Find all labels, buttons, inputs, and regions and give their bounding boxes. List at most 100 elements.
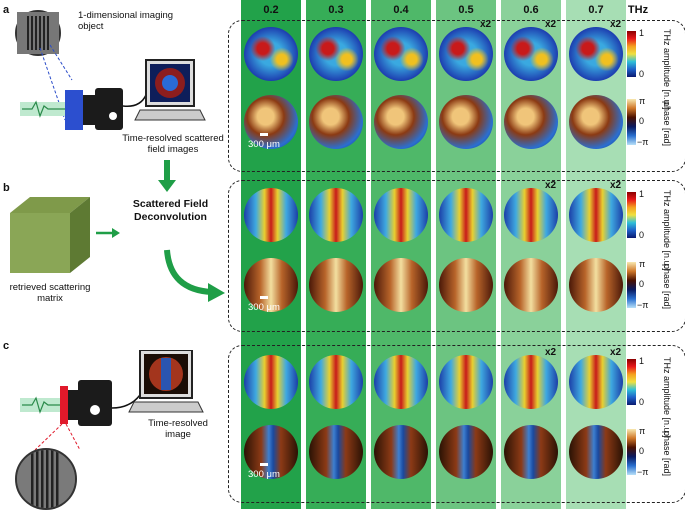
matrix-label: retrieved scattering matrix	[9, 282, 91, 304]
panel-a-frame	[228, 20, 685, 172]
object-zoom-circle	[15, 10, 61, 56]
colorbar-min: −π	[637, 300, 649, 310]
amplitude-image	[374, 355, 428, 409]
amplitude-image	[504, 27, 558, 81]
phase-image	[439, 425, 493, 479]
amplitude-image	[569, 27, 623, 81]
colorbar-max: 1	[639, 28, 645, 38]
amplitude-image	[374, 27, 428, 81]
colorbar-min: −π	[637, 137, 649, 147]
amplitude-image	[504, 188, 558, 242]
phase-image	[569, 425, 623, 479]
scale-bar-label: 300 μm	[248, 469, 280, 480]
amplification-factor: x2	[545, 347, 557, 358]
frequency-stripe	[436, 0, 496, 509]
phase-image	[504, 258, 558, 312]
phase-image	[309, 425, 363, 479]
colorbar-max: π	[639, 426, 646, 436]
amplitude-image	[439, 355, 493, 409]
phase-image	[439, 258, 493, 312]
phase-image	[504, 95, 558, 149]
colorbar-max: 1	[639, 356, 645, 366]
colorbar-min: 0	[639, 69, 645, 79]
frequency-label: 0.7	[588, 4, 604, 16]
frequency-stripe	[501, 0, 561, 509]
phase-image	[439, 95, 493, 149]
colorbar-mid: 0	[639, 279, 645, 289]
amplification-factor: x2	[610, 19, 622, 30]
frequency-label: 0.5	[458, 4, 474, 16]
amplitude-image	[439, 188, 493, 242]
amplitude-image	[244, 188, 298, 242]
colorbar-min: 0	[639, 397, 645, 407]
phase-image	[244, 258, 298, 312]
amplitude-image	[569, 188, 623, 242]
grating-icon	[17, 12, 59, 54]
scale-bar-label: 300 μm	[248, 302, 280, 313]
panel-c-frame	[228, 345, 685, 503]
amplification-factor: x2	[545, 19, 557, 30]
colorbar-max: π	[639, 96, 646, 106]
amplification-factor: x2	[610, 180, 622, 191]
process-label: Scattered Field Deconvolution	[132, 198, 209, 223]
amplitude-image	[439, 27, 493, 81]
scale-bar	[260, 463, 268, 466]
amplitude-image	[309, 27, 363, 81]
frequency-label: 0.3	[328, 4, 344, 16]
frequency-stripe	[241, 0, 301, 509]
scattering-matrix-cube	[10, 197, 90, 273]
scale-bar	[260, 296, 268, 299]
frequency-stripe	[566, 0, 626, 509]
panel-c-setup-illustration	[20, 350, 204, 451]
object-label: 1-dimensional imaging object	[78, 10, 174, 32]
panel-b-letter: b	[3, 182, 10, 194]
frequency-stripe	[306, 0, 366, 509]
unit-label: THz	[627, 4, 649, 16]
phase-colorbar	[627, 429, 636, 475]
phase-image	[309, 258, 363, 312]
amplitude-image	[504, 355, 558, 409]
scale-bar	[260, 133, 268, 136]
amplitude-image	[569, 355, 623, 409]
colorbar-mid: 0	[639, 116, 645, 126]
colorbar-min: −π	[637, 467, 649, 477]
phase-image	[504, 425, 558, 479]
image-label-a: Time-resolved scattered field images	[122, 133, 224, 155]
amplitude-image	[309, 355, 363, 409]
panel-a-letter: a	[3, 4, 10, 16]
colorbar-max: 1	[639, 189, 645, 199]
frequency-label: 0.4	[393, 4, 409, 16]
amplitude-image	[244, 27, 298, 81]
scale-bar-label: 300 μm	[248, 139, 280, 150]
phase-image	[309, 95, 363, 149]
phase-image	[569, 95, 623, 149]
colorbar-min: 0	[639, 230, 645, 240]
amplitude-image	[244, 355, 298, 409]
phase-image	[244, 425, 298, 479]
phase-image	[374, 95, 428, 149]
colorbar-max: π	[639, 259, 646, 269]
phase-colorbar	[627, 262, 636, 308]
phase-image	[374, 258, 428, 312]
frequency-stripe	[371, 0, 431, 509]
image-label-c: Time-resolved image	[148, 418, 208, 440]
process-arrows	[96, 160, 225, 302]
frequency-label: 0.2	[263, 4, 279, 16]
panel-b-frame	[228, 180, 685, 332]
panel-a-setup-illustration	[20, 44, 206, 130]
colorbar-mid: 0	[639, 446, 645, 456]
amplitude-image	[309, 188, 363, 242]
amplification-factor: x2	[480, 19, 492, 30]
amplitude-colorbar	[627, 359, 636, 405]
phase-colorbar	[627, 99, 636, 145]
phase-image	[569, 258, 623, 312]
amplification-factor: x2	[545, 180, 557, 191]
amplitude-colorbar	[627, 192, 636, 238]
amplitude-colorbar	[627, 31, 636, 77]
frequency-label: 0.6	[523, 4, 539, 16]
detector-zoom-circle	[15, 448, 77, 510]
panel-c-letter: c	[3, 340, 10, 352]
phase-image	[374, 425, 428, 479]
phase-image	[244, 95, 298, 149]
amplitude-image	[374, 188, 428, 242]
